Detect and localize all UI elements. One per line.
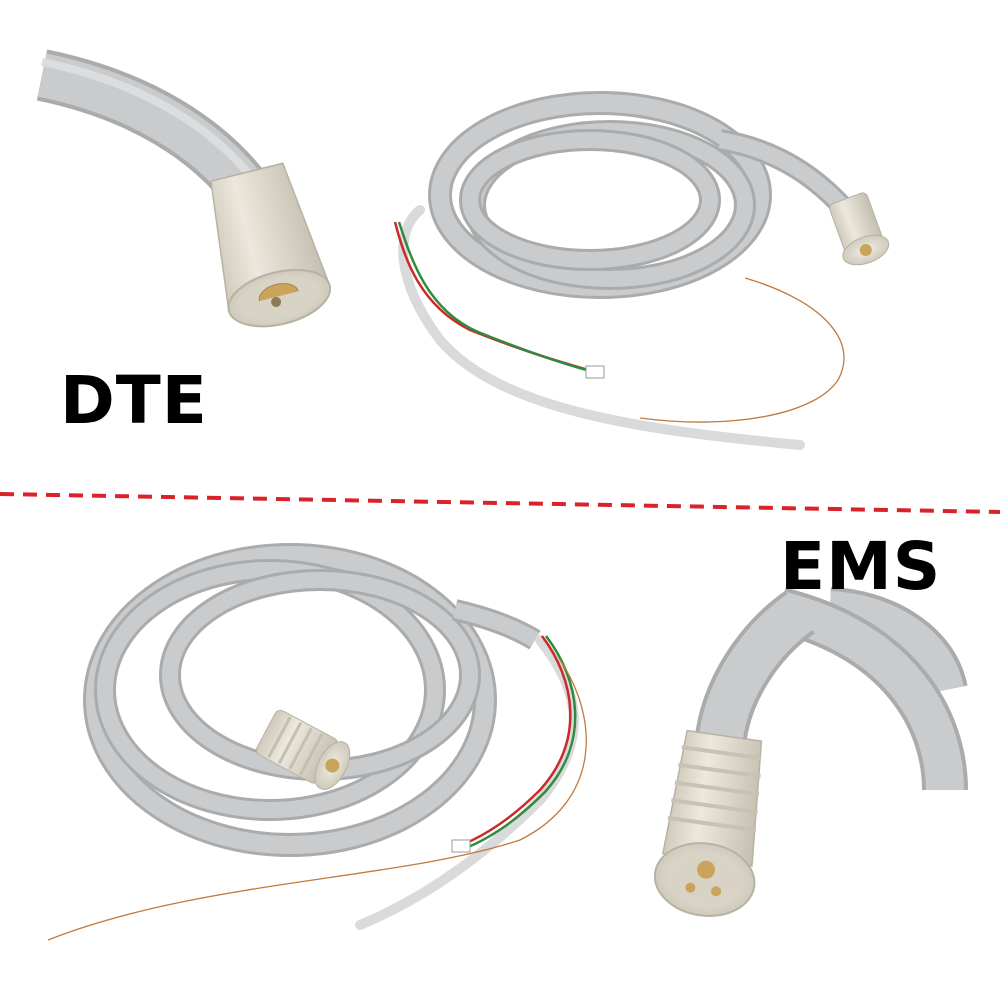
dte-coiled-cable-image (393, 91, 890, 450)
ems-coiled-cable-image (47, 543, 587, 941)
dashed-divider-line (0, 492, 1000, 514)
dte-closeup-image (36, 49, 332, 328)
ems-label: EMS (780, 528, 942, 605)
ems-closeup-image (653, 587, 968, 917)
dte-label: DTE (60, 362, 208, 439)
